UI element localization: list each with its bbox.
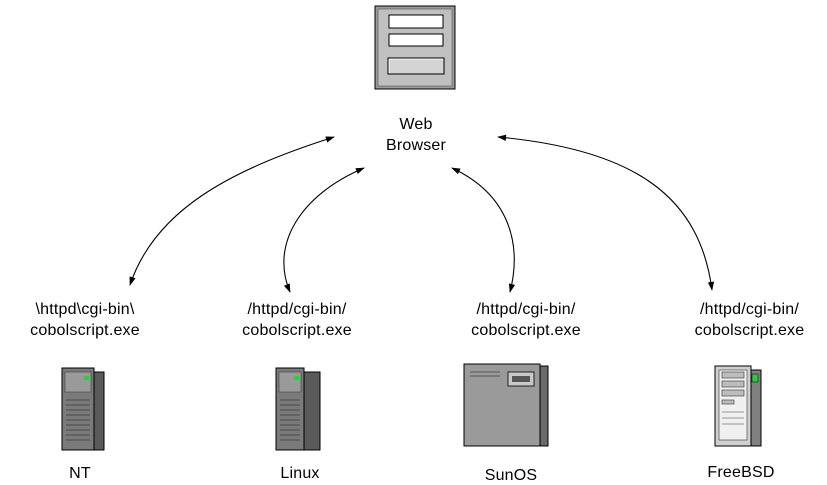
browser-label-line1: Web (399, 116, 433, 133)
arrow-browser-freebsd (497, 134, 715, 291)
arrow-browser-linux (283, 167, 365, 293)
arrow-browser-nt (129, 136, 335, 286)
nt-os-label: NT (69, 465, 91, 482)
freebsd-os-label: FreeBSD (707, 464, 775, 481)
freebsd-path-label: /httpd/cgi-bin/ (699, 301, 800, 318)
linux-os-label: Linux (280, 465, 320, 482)
linux-server-icon (275, 367, 321, 451)
linux-path-label: /httpd/cgi-bin/ (247, 301, 347, 318)
sunos-script-label: cobolscript.exe (471, 322, 581, 339)
linux-script-label: cobolscript.exe (242, 322, 352, 339)
sunos-path-label: /httpd/cgi-bin/ (476, 301, 576, 318)
browser-label-line2: Browser (385, 137, 447, 154)
freebsd-server-icon (714, 365, 762, 447)
arrow-browser-sunos (451, 167, 516, 293)
freebsd-script-label: cobolscript.exe (694, 322, 805, 339)
nt-server-icon (61, 367, 105, 451)
web-browser-icon (374, 5, 456, 90)
nt-path-label: \httpd\cgi-bin\ (35, 301, 135, 318)
nt-script-label: cobolscript.exe (30, 322, 140, 339)
sunos-os-label: SunOS (484, 467, 538, 484)
sunos-server-icon (463, 363, 549, 447)
